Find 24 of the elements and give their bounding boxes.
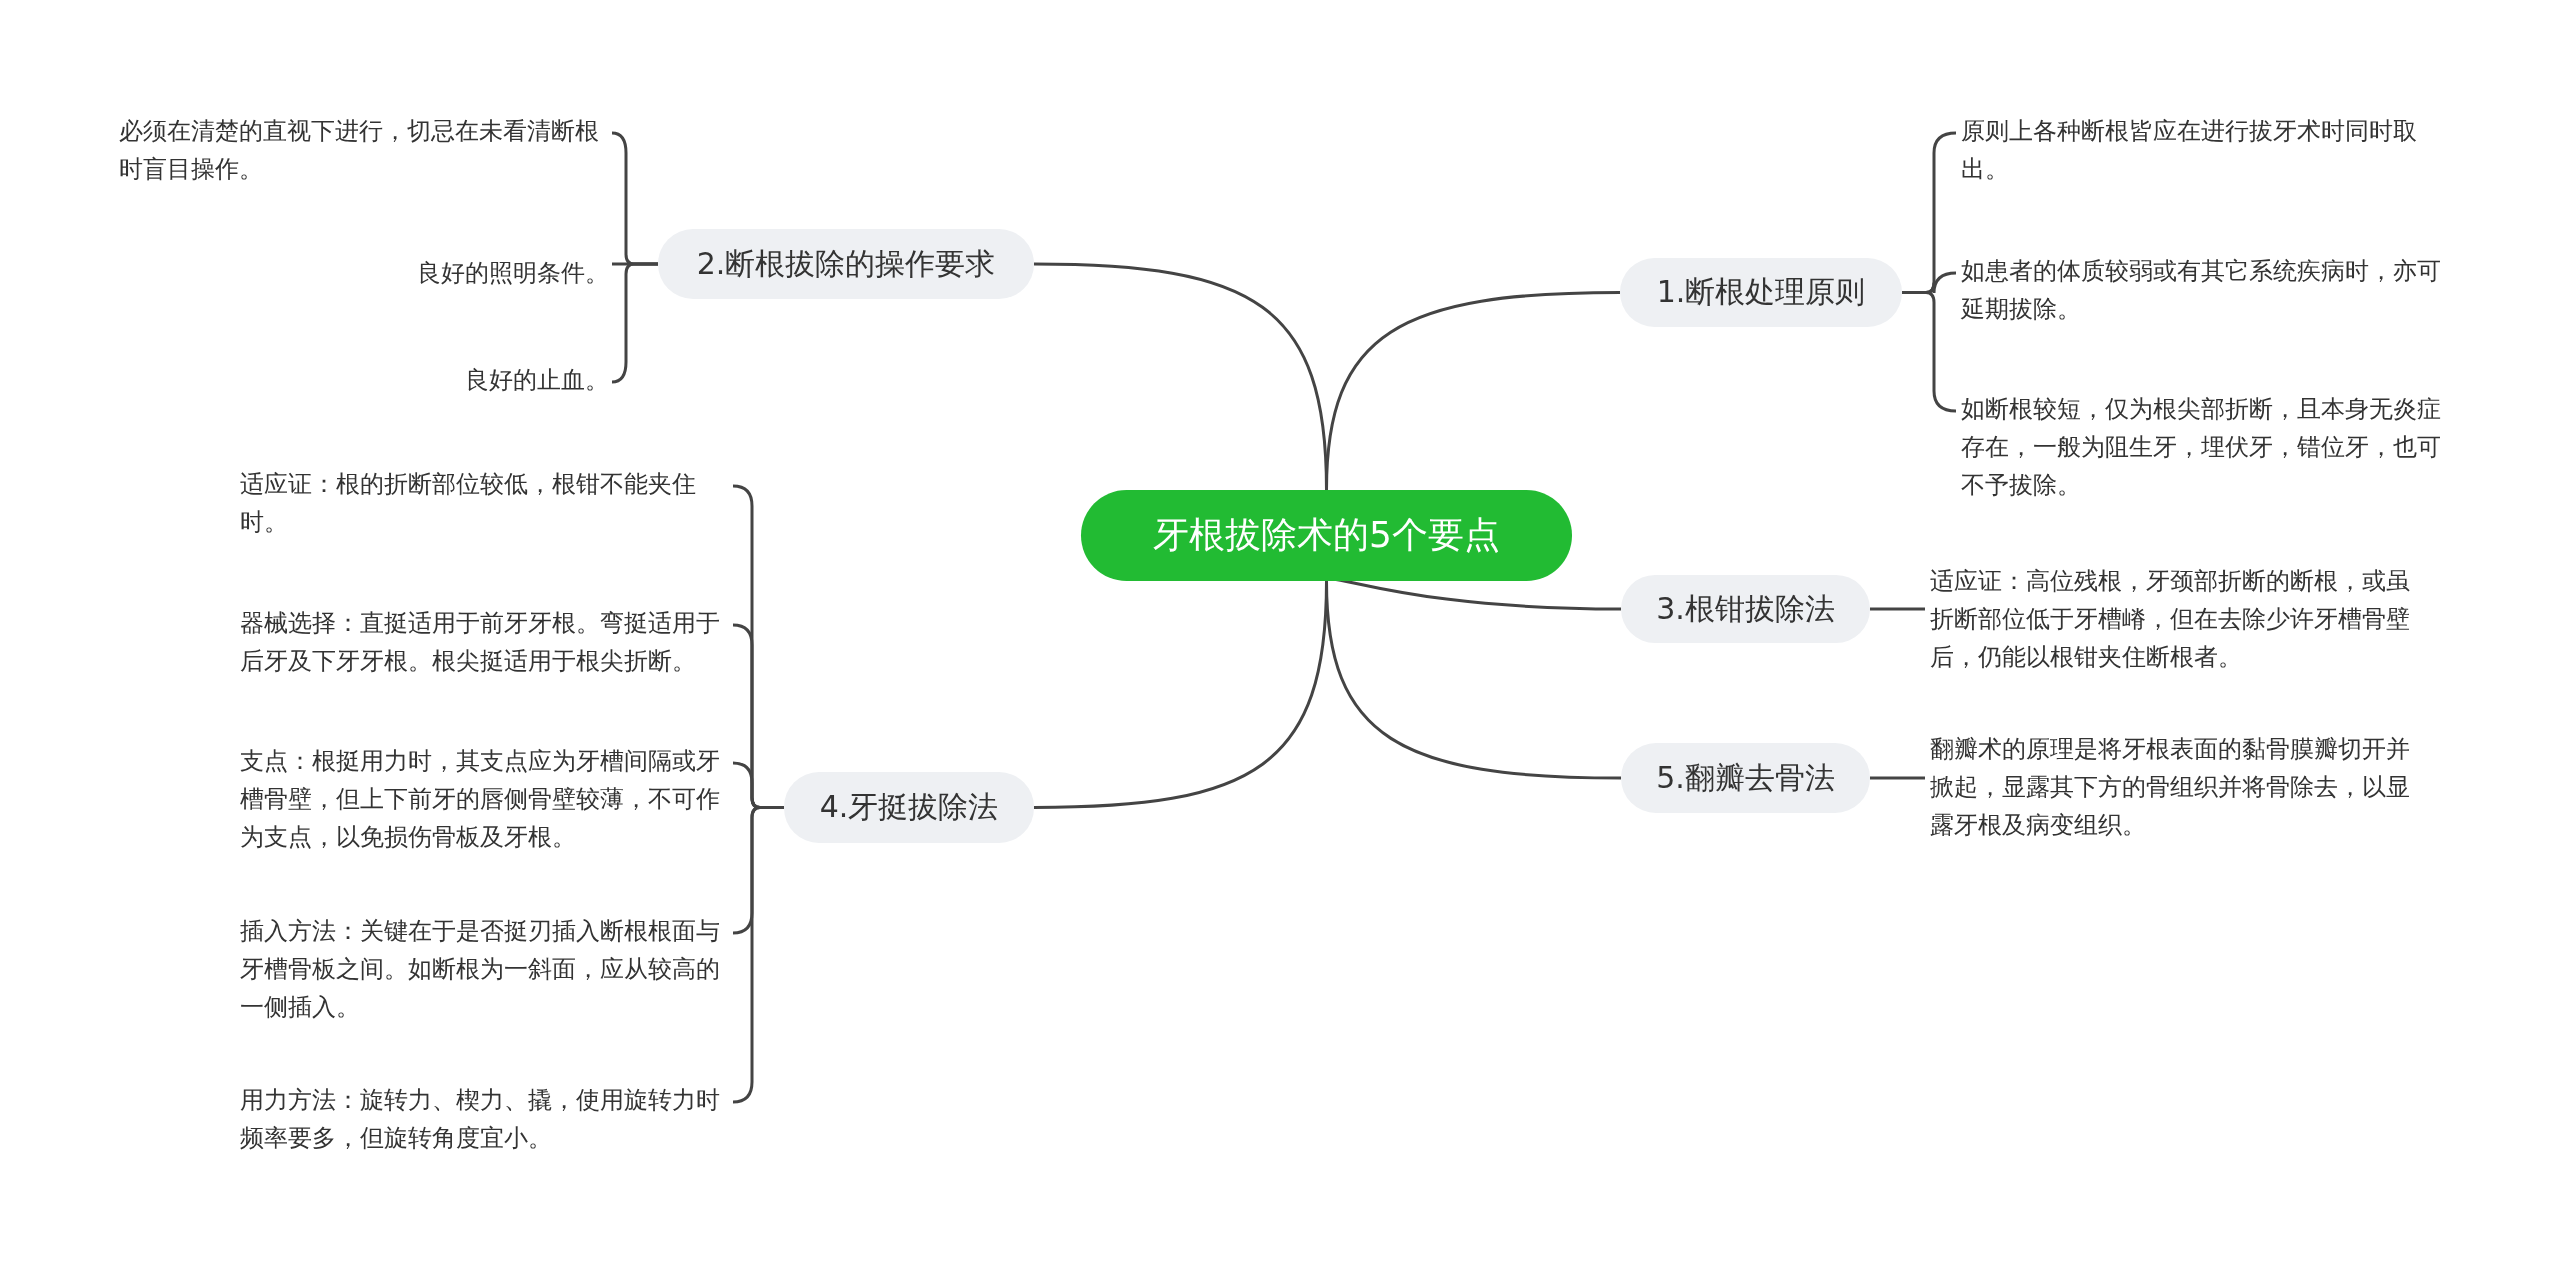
branch-text: 适应证：根的折断部位较低，根钳不能夹住时。 [240, 465, 730, 541]
branch-text: 支点：根挺用力时，其支点应为牙槽间隔或牙槽骨壁，但上下前牙的唇侧骨壁较薄，不可作为支点，以免损伤骨板及牙根。 [240, 742, 730, 856]
branch-text: 插入方法：关键在于是否挺刃插入断根根面与牙槽骨板之间。如断根为一斜面，应从较高的一侧插入。 [240, 912, 730, 1026]
branch-text: 用力方法：旋转力、楔力、撬，使用旋转力时频率要多，但旋转角度宜小。 [240, 1081, 730, 1157]
topic-box: 5.翻瓣去骨法 [1621, 743, 1870, 813]
connector-line [1870, 776, 1925, 780]
branch-text: 如患者的体质较弱或有其它系统疾病时，亦可延期拔除。 [1961, 252, 2451, 328]
topic-box: 4.牙挺拔除法 [784, 772, 1034, 843]
branch-text: 原则上各种断根皆应在进行拔牙术时同时取出。 [1961, 112, 2451, 188]
branch-text: 器械选择：直挺适用于前牙牙根。弯挺适用于后牙及下牙牙根。根尖挺适用于根尖折断。 [240, 604, 730, 680]
topic-box: 2.断根拔除的操作要求 [658, 229, 1034, 299]
central-topic-box: 牙根拔除术的5个要点 [1081, 490, 1572, 581]
branch-text: 必须在清楚的直视下进行，切忌在未看清断根时盲目操作。 [119, 112, 609, 188]
connector-line [1870, 607, 1925, 611]
branch-text: 良好的照明条件。 [417, 254, 609, 292]
branch-text: 适应证：高位残根，牙颈部折断的断根，或虽折断部位低于牙槽嵴，但在去除少许牙槽骨壁后，仍能以根钳夹住断根者。 [1930, 562, 2420, 676]
connector-line [1325, 580, 1622, 780]
connector-line [611, 262, 658, 384]
branch-text: 良好的止血。 [465, 361, 609, 399]
branch-text: 翻瓣术的原理是将牙根表面的黏骨膜瓣切开并掀起，显露其下方的骨组织并将骨除去，以显露牙根及病变组织。 [1930, 730, 2420, 844]
topic-box: 1.断根处理原则 [1620, 258, 1902, 327]
branch-text: 如断根较短，仅为根尖部折断，且本身无炎症存在，一般为阻生牙，埋伏牙，错位牙，也可不予拔除。 [1961, 390, 2451, 504]
connector-line [1033, 262, 1328, 491]
topic-box: 3.根钳拔除法 [1621, 575, 1870, 643]
